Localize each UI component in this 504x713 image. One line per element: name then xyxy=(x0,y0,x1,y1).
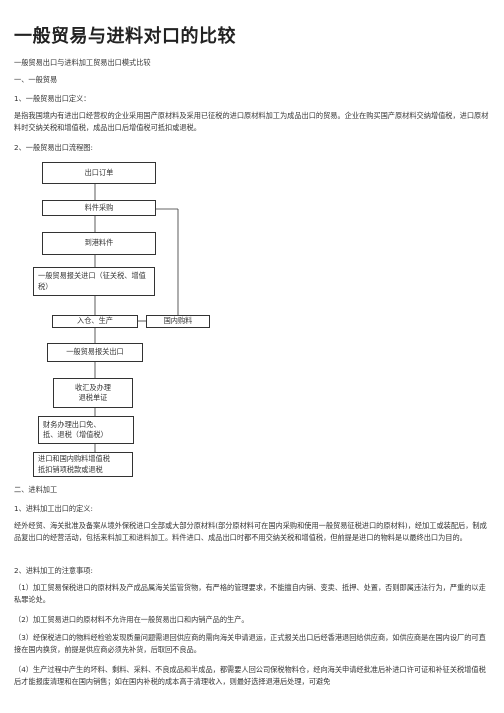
note-1-paragraph: （1）加工贸易保税进口的原材料及产成品属海关监管货物，有严格的管理要求，不能擅自… xyxy=(14,583,486,605)
note-2-paragraph: （2）加工贸易进口的原材料不允许用在一般贸易出口和内销产品的生产。 xyxy=(14,615,249,624)
subtitle-paragraph: 一般贸易出口与进料加工贸易出口模式比较 xyxy=(14,58,151,67)
flowchart-heading: 2、一般贸易出口流程图: xyxy=(14,143,93,152)
flow-box-forex-line-1: 收汇及办理 xyxy=(75,382,111,392)
note-3-paragraph: （3）经保税进口的物料经检验发现质量问题需退回供应商的需向海关申请退运，正式报关… xyxy=(14,633,486,655)
flow-box-general-export-declaration: 一般贸易报关出口 xyxy=(47,343,143,362)
section-heading-processing-trade: 二、进料加工 xyxy=(14,485,58,494)
flow-box-arrived-materials: 到港料件 xyxy=(42,232,156,255)
flow-box-vat-line-2: 抵扣销项税款或退税 xyxy=(38,464,103,474)
flow-box-warehouse-production: 入仓、生产 xyxy=(52,315,138,328)
flow-box-forex-refund-documents: 收汇及办理 退税单证 xyxy=(53,378,133,408)
flow-box-export-order: 出口订单 xyxy=(42,162,156,184)
note-4-paragraph: （4）生产过程中产生的坏料、剩料、采料、不良成品和半成品，都需要人回公司保税物料… xyxy=(14,665,486,687)
flow-box-vat-line-1: 进口和国内购料增值税 xyxy=(38,454,110,463)
definition-heading: 1、一般贸易出口定义： xyxy=(14,94,91,103)
flow-box-material-purchase: 料件采购 xyxy=(42,200,156,216)
flow-box-domestic-purchase: 国内购料 xyxy=(146,315,210,328)
processing-definition-heading: 1、进料加工出口的定义: xyxy=(14,504,93,513)
definition-paragraph: 是指我国境内有进出口经营权的企业采用国产原材料及采用已征税的进口原材料加工为成品… xyxy=(14,111,489,133)
flow-box-finance-tax-refund: 财务办理出口免、 抵、退税（增值税） xyxy=(38,416,134,444)
notes-heading: 2、进料加工的注意事项: xyxy=(14,566,93,575)
flow-box-forex-line-2: 退税单证 xyxy=(78,393,108,402)
flow-box-vat-offset: 进口和国内购料增值税 抵扣销项税款或退税 xyxy=(33,452,133,477)
flow-box-finance-line-1: 财务办理出口免、 xyxy=(43,419,101,429)
flow-box-finance-line-2: 抵、退税（增值税） xyxy=(43,430,108,439)
section-heading-general-trade: 一、一般贸易 xyxy=(14,75,58,84)
page-title: 一般贸易与进料对口的比较 xyxy=(14,26,236,47)
flow-box-general-import-declaration: 一般贸易报关进口（征关税、增值税） xyxy=(33,267,155,296)
processing-definition-paragraph: 经外经贸、海关批准及备案从境外保税进口全部或大部分原材料(部分原材料可在国内采购… xyxy=(14,521,487,543)
